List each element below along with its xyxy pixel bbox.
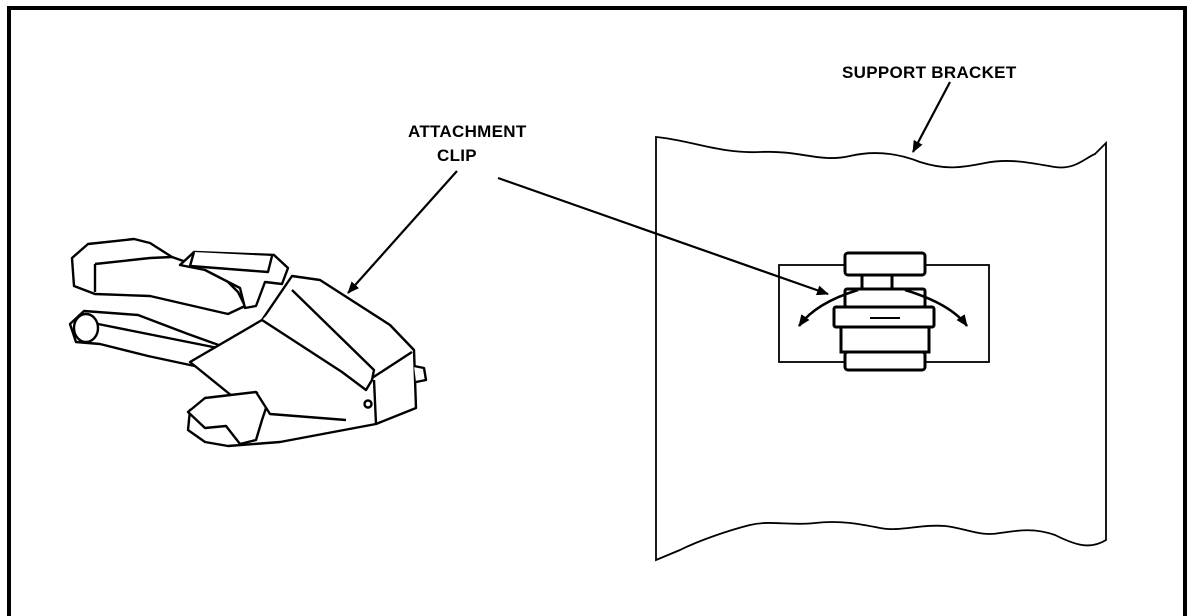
attachment-clip-part	[68, 237, 428, 448]
figure-border	[7, 6, 1187, 616]
label-attachment-clip-line2: CLIP	[437, 146, 477, 165]
rotation-arrow-left-icon	[797, 288, 859, 327]
support-bracket-panel	[655, 136, 1107, 562]
installed-clip	[832, 251, 936, 372]
rotation-arrow-right-icon	[904, 288, 969, 327]
attachment-clip-leader-arrow-part	[347, 170, 458, 294]
support-bracket-leader-arrow	[912, 81, 951, 153]
label-attachment-clip-line1: ATTACHMENT	[408, 122, 527, 141]
attachment-clip-leader-arrow-installed	[497, 176, 829, 296]
label-support-bracket: SUPPORT BRACKET	[842, 63, 1017, 82]
